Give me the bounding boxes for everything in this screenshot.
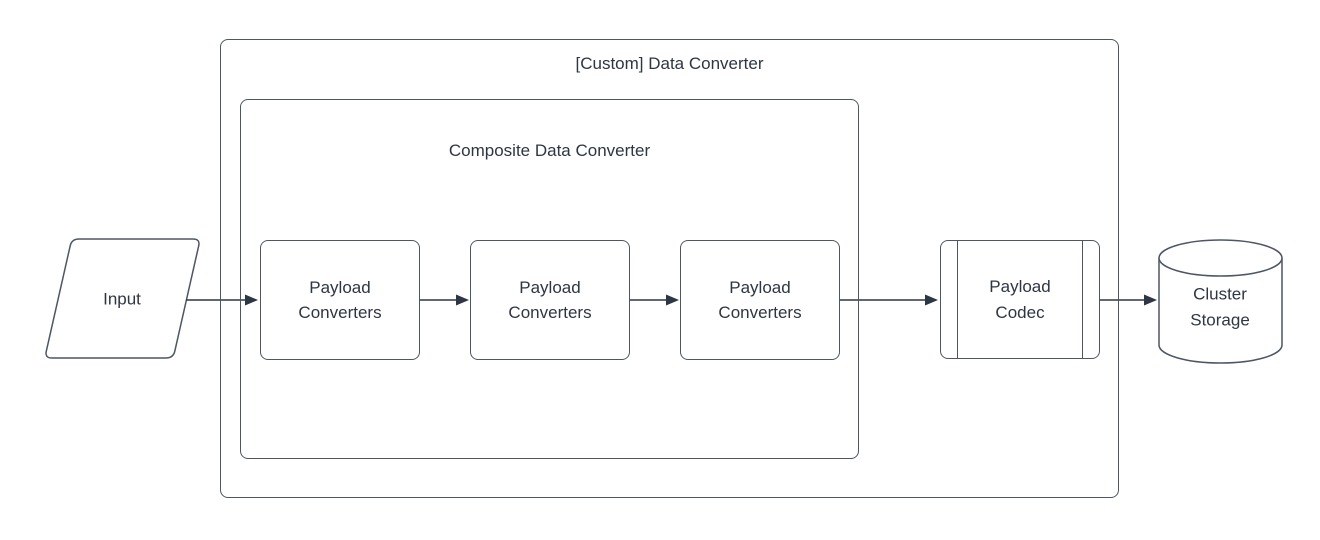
payload-codec-label: Payload Codec — [989, 277, 1051, 322]
input-label: Input — [103, 289, 141, 309]
arrow-input-to-converter1[interactable] — [186, 294, 258, 306]
payload-codec-node[interactable]: Payload Codec — [940, 240, 1100, 359]
cluster-storage-label: Cluster Storage — [1190, 284, 1250, 330]
arrow-group — [186, 294, 1157, 306]
composite-data-converter-group[interactable]: Composite Data Converter — [240, 99, 859, 459]
arrow-converter1-to-converter2[interactable] — [420, 294, 469, 306]
custom-data-converter-group[interactable]: [Custom] Data Converter — [220, 39, 1119, 498]
input-parallelogram-shape[interactable] — [45, 238, 200, 359]
payload-converters-node-3[interactable]: Payload Converters — [680, 240, 840, 360]
custom-data-converter-title: [Custom] Data Converter — [575, 54, 764, 73]
arrow-converter3-to-codec[interactable] — [840, 294, 938, 306]
payload-converters-node-1[interactable]: Payload Converters — [260, 240, 420, 360]
payload-converters-label-3: Payload Converters — [718, 277, 802, 323]
composite-data-converter-title: Composite Data Converter — [448, 141, 651, 160]
arrow-converter2-to-converter3[interactable] — [630, 294, 679, 306]
payload-converters-node-2[interactable]: Payload Converters — [470, 240, 630, 360]
payload-converters-label-1: Payload Converters — [298, 277, 382, 323]
codec-right-inner-line — [1082, 241, 1083, 358]
arrow-codec-to-storage[interactable] — [1100, 294, 1157, 306]
payload-converters-label-2: Payload Converters — [508, 277, 592, 323]
codec-left-inner-line — [957, 241, 958, 358]
cluster-storage-cylinder-shape[interactable] — [1158, 239, 1283, 364]
